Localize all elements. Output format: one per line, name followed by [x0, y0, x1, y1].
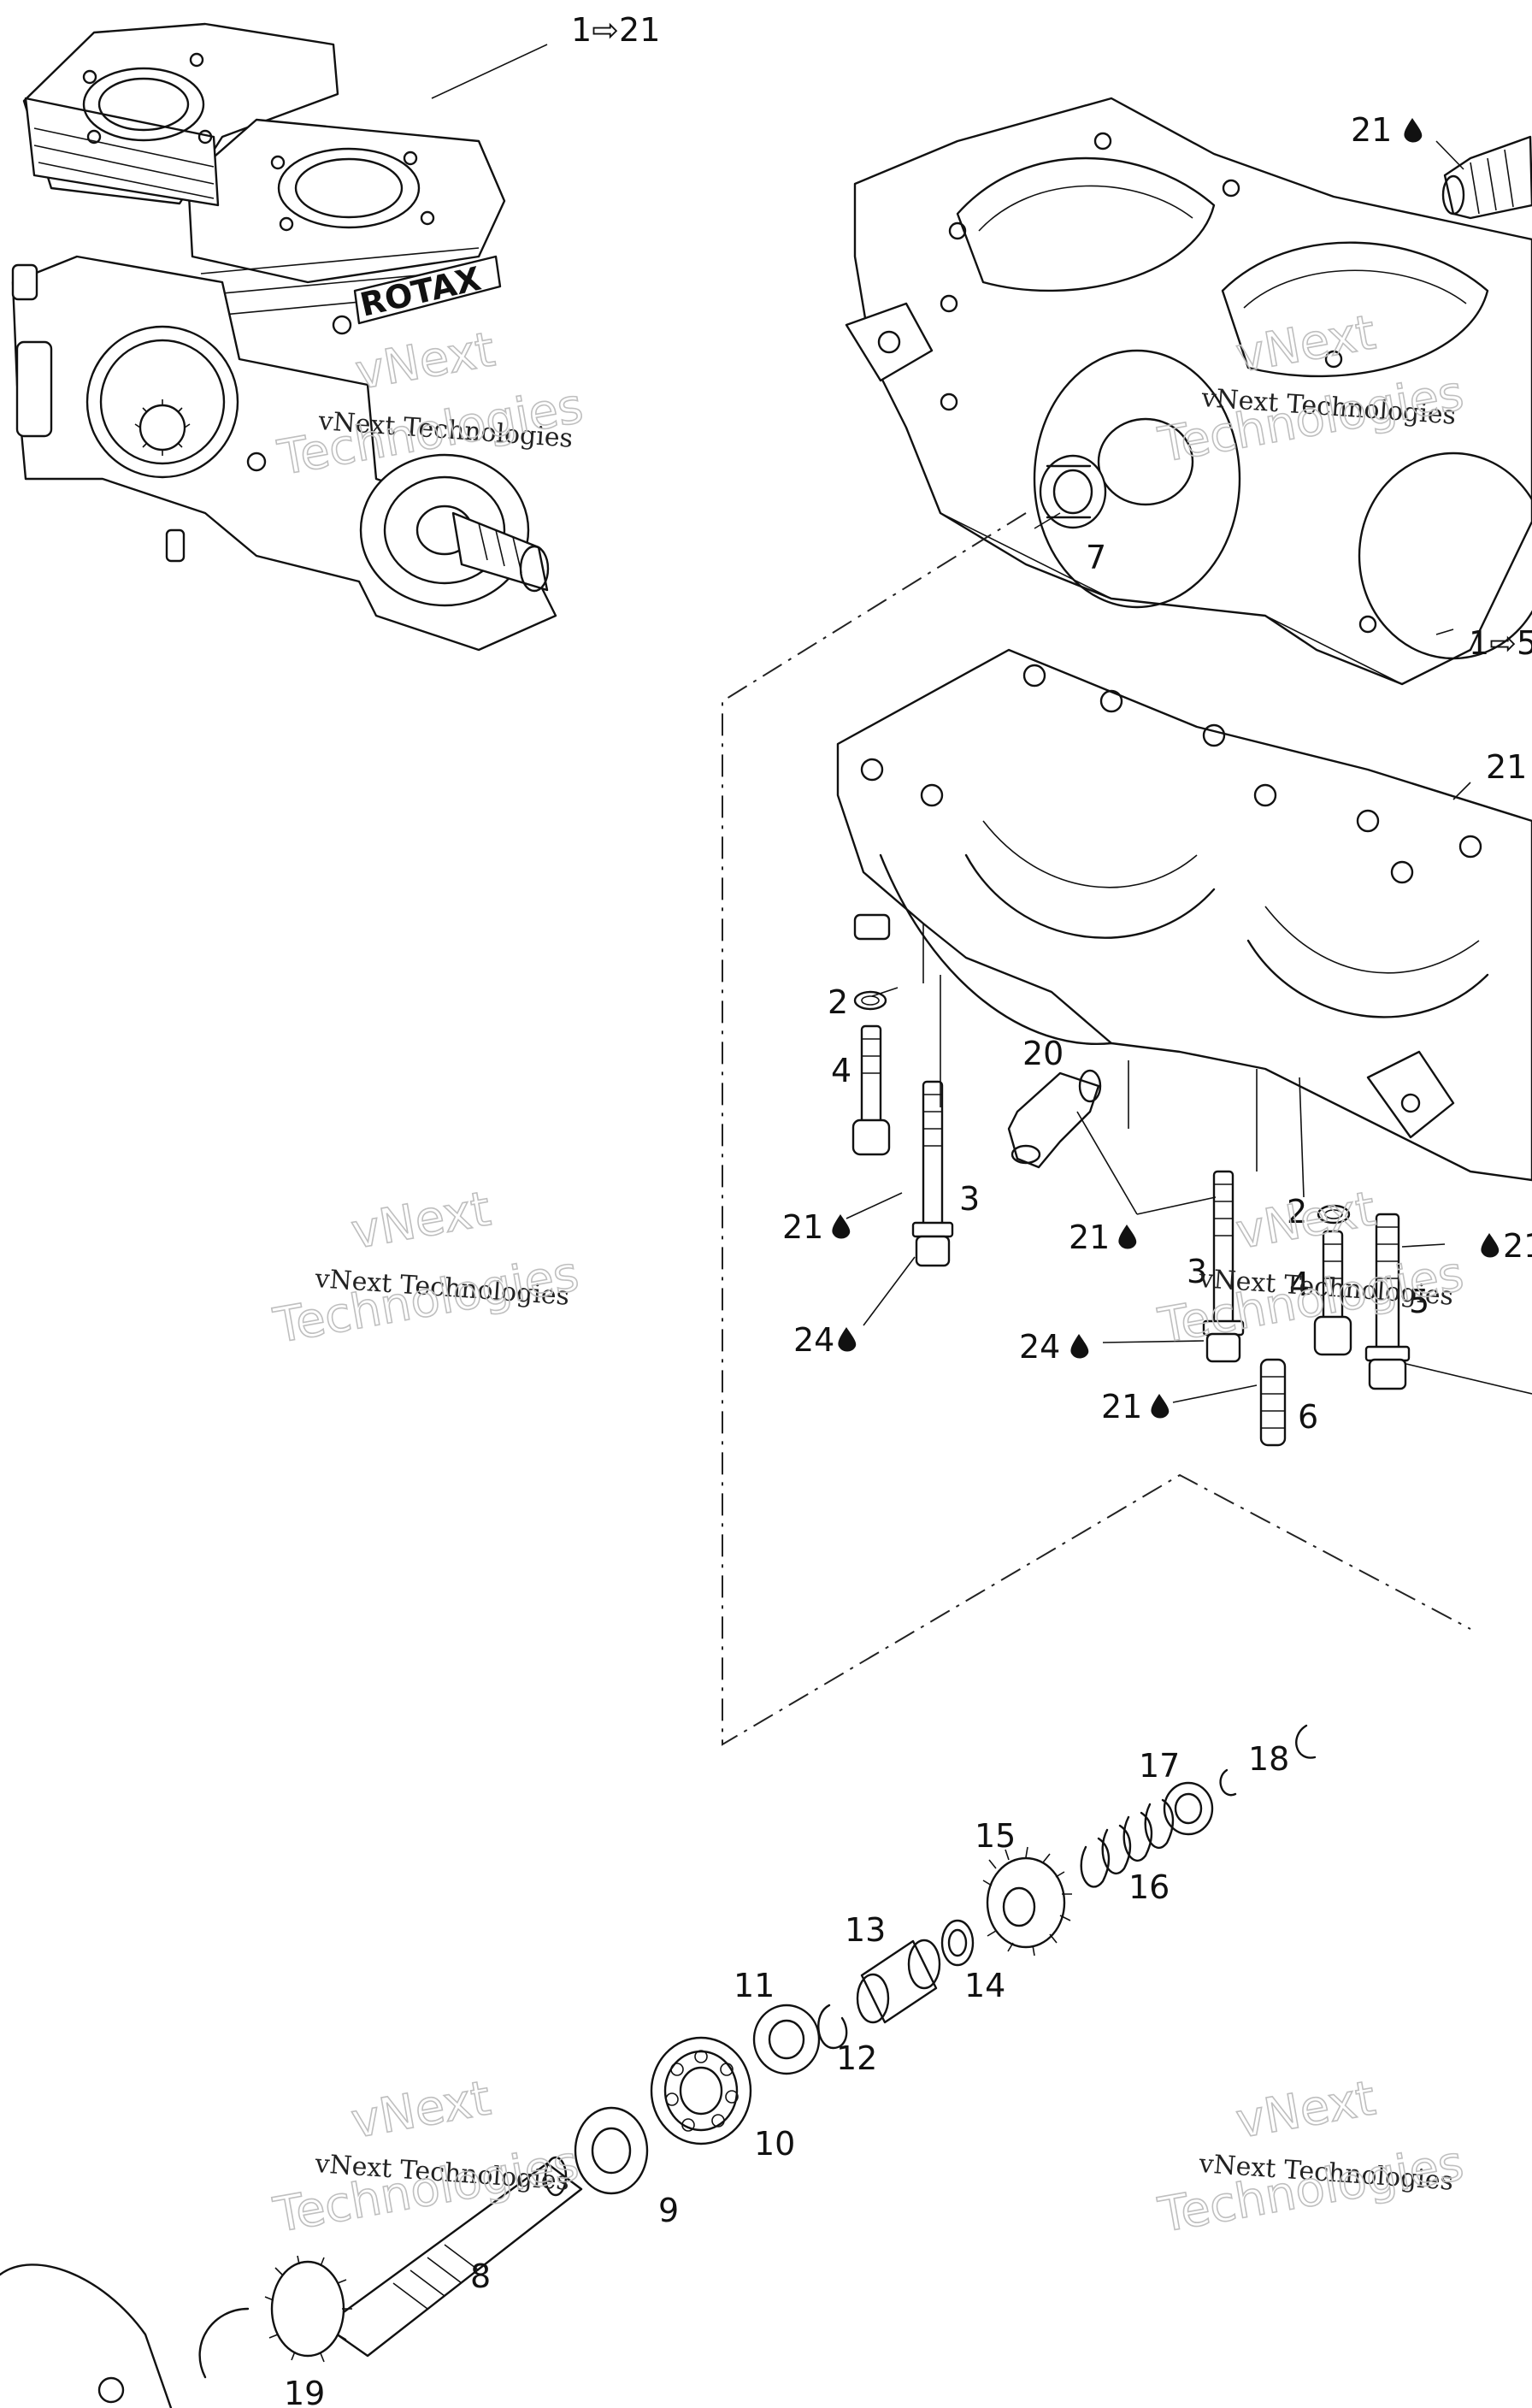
callout-24-left: 24	[793, 1321, 834, 1359]
callout-14: 14	[964, 1967, 1005, 2004]
callout-1-21: 1⇨21	[571, 11, 660, 49]
callout-8: 8	[470, 2258, 491, 2295]
callout-12: 12	[836, 2039, 877, 2077]
callout-21-mid: 21	[1101, 1388, 1142, 1425]
callout-2-mid: 2	[1287, 1193, 1307, 1231]
leader-lines	[431, 44, 1532, 1403]
callout-3-mid: 3	[1187, 1253, 1207, 1290]
fasteners-group	[851, 990, 1411, 1447]
callout-4-mid: 4	[1289, 1266, 1310, 1303]
callout-18: 18	[1248, 1740, 1289, 1778]
callout-24-mid: 24	[1019, 1328, 1060, 1366]
assembly-guide-line	[722, 512, 1471, 1746]
oil-drop-icon	[1481, 1233, 1500, 1258]
callout-2-left: 2	[828, 983, 848, 1021]
svg-text:vNext: vNext	[1232, 2070, 1379, 2149]
callout-20: 20	[1022, 1035, 1064, 1072]
watermark-middle-left: vNext Technologies vNext Technologies	[268, 1181, 583, 1355]
callout-5: 5	[1409, 1283, 1429, 1320]
svg-text:vNext: vNext	[351, 322, 498, 400]
callout-17: 17	[1139, 1747, 1180, 1785]
callout-19: 19	[284, 2375, 325, 2408]
callout-6: 6	[1298, 1398, 1318, 1436]
callout-13: 13	[845, 1911, 886, 1949]
callout-21-right-mid: 21	[1503, 1227, 1532, 1265]
oil-drop-icon	[1118, 1225, 1137, 1249]
svg-text:Technologies: Technologies	[269, 1246, 583, 1354]
callout-21-right: 21	[1486, 748, 1527, 786]
callout-labels: 1⇨21 21 7 1⇨5 21 2 4 20 3 21 21 24 2 21 …	[284, 11, 1532, 2408]
upper-crankcase-illustration	[845, 97, 1532, 686]
callout-3-left: 3	[959, 1180, 980, 1218]
callout-7: 7	[1086, 539, 1106, 576]
watermark-middle-right: vNext Technologies vNext Technologies	[1153, 1181, 1468, 1355]
callout-21-left: 21	[782, 1208, 823, 1246]
oil-drop-icon	[838, 1327, 857, 1352]
callout-21-mid-left: 21	[1069, 1219, 1110, 1256]
svg-text:vNext: vNext	[347, 1181, 494, 1260]
oil-drop-icon	[1151, 1394, 1170, 1419]
callout-1-5: 1⇨5	[1469, 624, 1532, 662]
callout-15: 15	[975, 1817, 1016, 1855]
watermark-bottom-right: vNext Technologies vNext Technologies	[1153, 2070, 1468, 2245]
shaft-assembly-illustration	[0, 1724, 1317, 2408]
lower-crankcase-illustration	[836, 648, 1532, 1182]
callout-10: 10	[754, 2125, 795, 2163]
engine-assembly-illustration: ROTAX	[11, 22, 557, 652]
callout-16: 16	[1128, 1868, 1170, 1906]
svg-text:vNext: vNext	[347, 2070, 494, 2149]
callout-21-top: 21	[1351, 111, 1392, 149]
oil-drop-icon	[832, 1214, 851, 1239]
oil-drop-icon	[1404, 118, 1423, 143]
fitting-part-21	[1441, 135, 1532, 220]
callout-9: 9	[658, 2192, 679, 2229]
svg-text:vNext: vNext	[1232, 1181, 1379, 1260]
callout-4-left: 4	[831, 1052, 851, 1089]
seal-ring-part-7	[1039, 454, 1107, 529]
callout-11: 11	[734, 1967, 775, 2004]
oil-drop-icon	[1070, 1334, 1089, 1359]
